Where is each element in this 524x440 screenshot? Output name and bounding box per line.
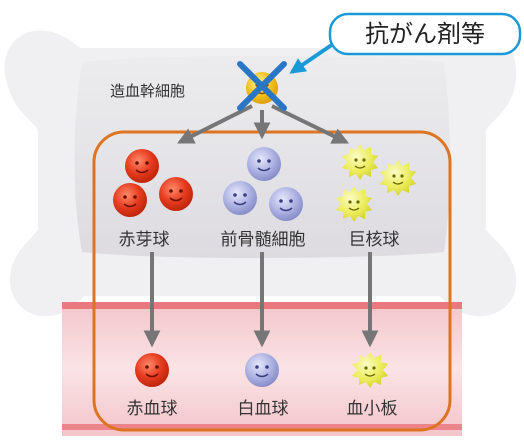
megakaryocyte-cell <box>336 186 372 222</box>
promyelocyte-cell <box>269 187 303 221</box>
precursor-label-erythroblast: 赤芽球 <box>119 230 170 250</box>
megakaryocyte-cell <box>342 144 378 180</box>
red-blood-cell <box>135 353 169 387</box>
drug-callout: 抗がん剤等 <box>289 12 522 74</box>
callout-bubble <box>328 12 522 56</box>
callout-label: 抗がん剤等 <box>365 20 485 48</box>
callout-pointer-icon <box>289 40 338 74</box>
promyelocyte-cluster <box>223 147 303 221</box>
production-frame <box>92 130 452 432</box>
arrow-to-megakaryocyte <box>271 104 350 144</box>
erythroblast-cell <box>125 149 159 183</box>
cross-icon <box>237 61 287 111</box>
mature-label-red-cell: 赤血球 <box>127 399 178 419</box>
megakaryocyte-cell <box>380 160 416 196</box>
platelet-cell <box>352 352 388 388</box>
mature-label-white-cell: 白血球 <box>238 399 289 419</box>
maturation-arrows <box>143 252 379 348</box>
precursor-label-promyelocyte: 前骨髄細胞 <box>221 230 306 250</box>
stem-cell-label: 造血幹細胞 <box>110 82 185 100</box>
stem-cell-arrows <box>176 104 350 144</box>
erythroblast-cluster <box>113 149 193 217</box>
mature-label-platelet: 血小板 <box>347 399 398 419</box>
promyelocyte-cell <box>223 181 257 215</box>
precursor-label-megakaryocyte: 巨核球 <box>349 230 400 250</box>
megakaryocyte-cluster <box>336 144 416 222</box>
white-blood-cell <box>245 353 279 387</box>
erythroblast-cell <box>159 177 193 211</box>
arrow-to-erythroblast <box>176 104 253 144</box>
erythroblast-cell <box>113 183 147 217</box>
promyelocyte-cell <box>247 147 281 181</box>
